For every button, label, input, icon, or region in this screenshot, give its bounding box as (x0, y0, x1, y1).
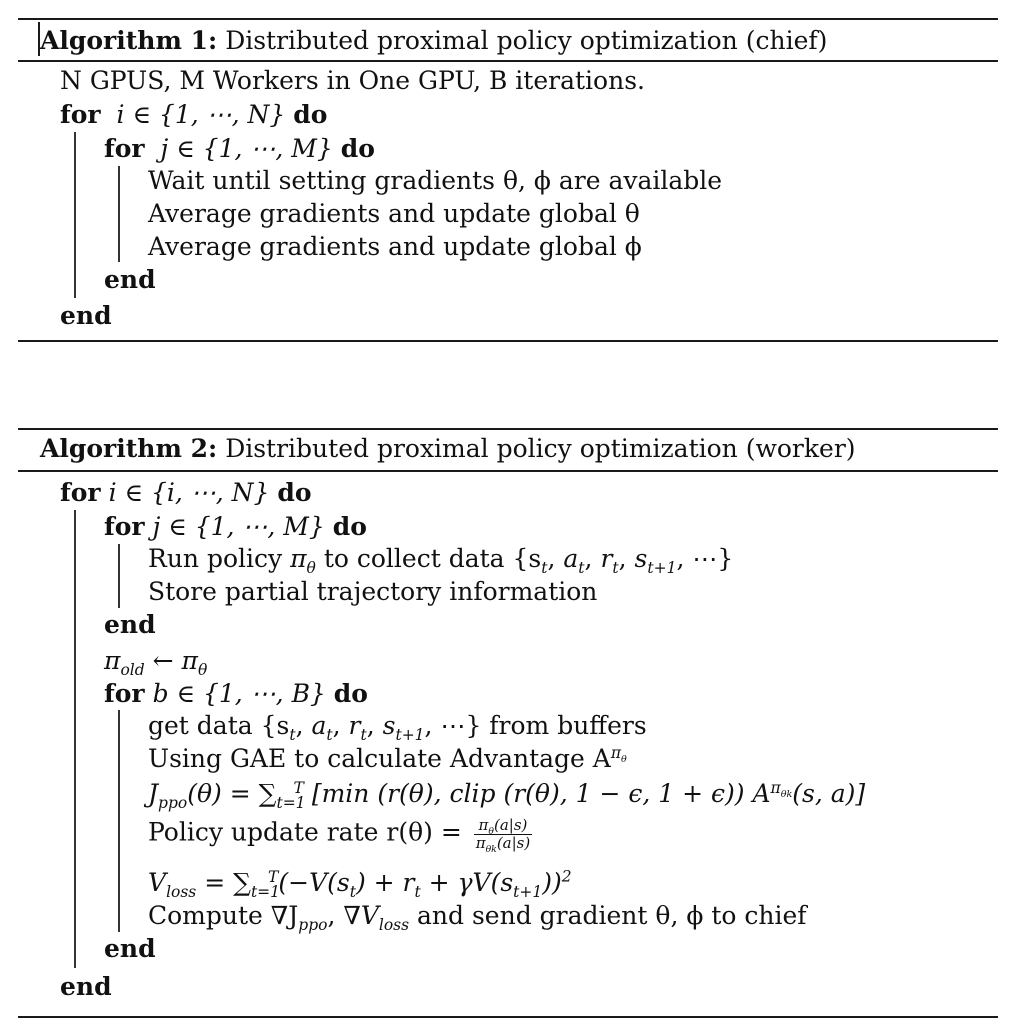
caption-rule (18, 470, 998, 472)
value-loss-line: Vloss = ∑t=1T(−V(st) + rt + γV(st+1))2 (148, 867, 572, 901)
average-theta-line: Average gradients and update global θ (148, 199, 640, 228)
run-policy-prefix: Run policy (148, 544, 291, 573)
loop-condition: i ∈ {1, ⋯, N} (116, 100, 286, 129)
math-pi-theta: πθ (290, 544, 316, 577)
top-rule (18, 428, 998, 430)
input-line: N GPUS, M Workers in One GPU, B iteratio… (60, 66, 645, 95)
algorithm-title: Distributed proximal policy optimization… (225, 434, 856, 463)
loop-condition: j ∈ {1, ⋯, M} (160, 134, 333, 163)
block-bar (74, 132, 76, 298)
keyword-do: do (277, 478, 312, 507)
algorithm-caption: Algorithm 2: Distributed proximal policy… (40, 434, 856, 464)
average-phi-line: Average gradients and update global ϕ (148, 232, 642, 261)
ppo-objective-line: Jppo(θ) = ∑t=1T [min (r(θ), clip (r(θ), … (148, 778, 866, 812)
keyword-for: for (104, 679, 145, 708)
keyword-for: for (104, 134, 145, 163)
for-i-line: for i ∈ {i, ⋯, N} do (60, 478, 312, 508)
for-j-line: for j ∈ {1, ⋯, M} do (104, 512, 367, 542)
keyword-for: for (104, 512, 145, 541)
compute-gradient-line: Compute ∇Jppo, ∇Vloss and send gradient … (148, 901, 807, 934)
block-bar (118, 710, 120, 932)
gae-line: Using GAE to calculate Advantage Aπθ (148, 743, 627, 773)
keyword-do: do (333, 679, 368, 708)
end-line: end (104, 610, 156, 639)
run-policy-suffix: to collect data {s (315, 544, 542, 573)
policy-rate-line: Policy update rate r(θ) = πθ(a|s)πθk(a|s… (148, 816, 533, 855)
store-line: Store partial trajectory information (148, 577, 598, 606)
caption-rule (18, 60, 998, 62)
top-rule (18, 18, 998, 20)
end-line: end (60, 972, 112, 1001)
for-j-line: for j ∈ {1, ⋯, M} do (104, 134, 375, 164)
caption-bar (38, 22, 40, 56)
loop-condition: b ∈ {1, ⋯, B} (152, 679, 326, 708)
keyword-do: do (332, 512, 367, 541)
end-line: end (104, 934, 156, 963)
keyword-do: do (340, 134, 375, 163)
algorithm-caption: Algorithm 1: Distributed proximal policy… (40, 26, 827, 56)
end-line: end (60, 301, 112, 330)
algorithm-title: Distributed proximal policy optimization… (225, 26, 828, 55)
block-bar (118, 544, 120, 608)
keyword-do: do (293, 100, 328, 129)
keyword-for: for (60, 478, 101, 507)
wait-line: Wait until setting gradients θ, ϕ are av… (148, 166, 723, 195)
block-bar (118, 166, 120, 262)
algorithm-label: Algorithm 1: (40, 26, 218, 55)
loop-condition: j ∈ {1, ⋯, M} (152, 512, 325, 541)
get-data-line: get data {st, at, rt, st+1, ⋯} from buff… (148, 711, 647, 744)
bottom-rule (18, 340, 998, 342)
ratio-fraction: πθ(a|s)πθk(a|s) (473, 816, 533, 855)
end-line: end (104, 265, 156, 294)
run-policy-line: Run policy πθ to collect data {st, at, r… (148, 544, 734, 577)
for-b-line: for b ∈ {1, ⋯, B} do (104, 679, 368, 709)
algorithm-label: Algorithm 2: (40, 434, 218, 463)
for-i-line: for i ∈ {1, ⋯, N} do (60, 100, 327, 130)
algorithm-2: Algorithm 2: Distributed proximal policy… (18, 428, 998, 1023)
bottom-rule (18, 1016, 998, 1018)
algorithm-1: Algorithm 1: Distributed proximal policy… (18, 18, 998, 348)
keyword-for: for (60, 100, 101, 129)
block-bar (74, 510, 76, 968)
loop-condition: i ∈ {i, ⋯, N} (108, 478, 270, 507)
pi-old-line: πold ← πθ (104, 646, 208, 679)
